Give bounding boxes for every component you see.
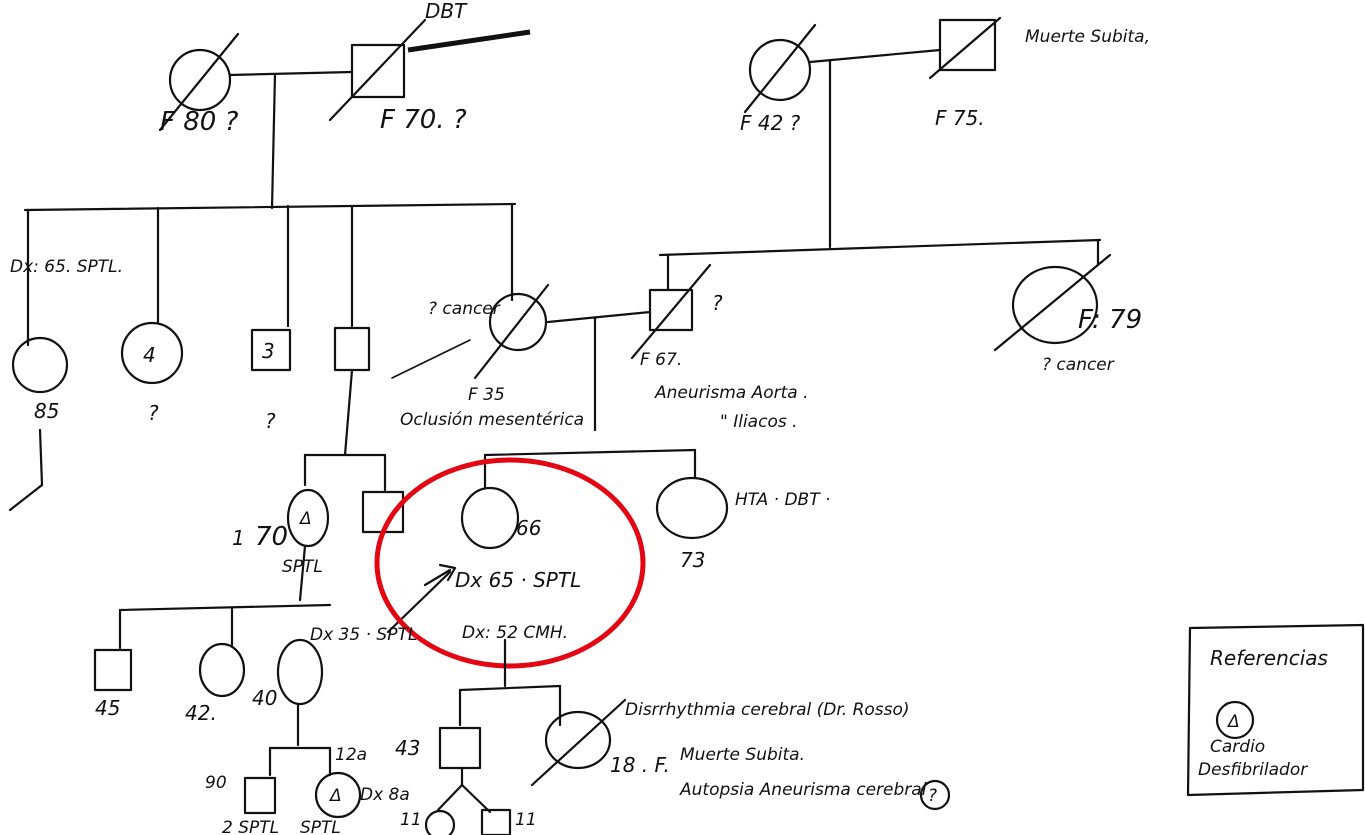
marriage-line bbox=[808, 48, 942, 64]
gen1-left-grandfather-cause: DBT bbox=[425, 0, 468, 23]
gen4-son bbox=[438, 726, 482, 770]
deceased-slash bbox=[328, 18, 427, 122]
gen2-aunt-1 bbox=[11, 336, 69, 394]
deceased-slash bbox=[743, 23, 817, 114]
gen3-proband-dx-2: Dx: 52 CMH. bbox=[462, 623, 568, 643]
gen2-father-age: F 67. bbox=[640, 350, 682, 370]
gen5-child-1 bbox=[243, 776, 277, 815]
gen4-son-age: 43 bbox=[395, 736, 420, 760]
gen2-mother-age: F 35 bbox=[468, 385, 505, 405]
gen3-proband-age: 66 bbox=[516, 516, 541, 540]
gen3-cousin-age: 70 bbox=[255, 522, 288, 552]
gen4-daughter bbox=[544, 710, 612, 770]
gen4-sibling-1 bbox=[93, 648, 133, 692]
gen1-left-grandmother-label: F 80 ? bbox=[160, 107, 239, 137]
deceased-slash bbox=[473, 283, 550, 380]
gen2-mother-note: ? cancer bbox=[428, 299, 501, 319]
gen5-grandchild-1-age: 11 bbox=[400, 810, 422, 830]
gen1-left-grandfather-label: F 70. ? bbox=[380, 105, 467, 135]
gen2-mother-cause: Oclusión mesentérica bbox=[400, 410, 584, 430]
gen4-daughter-q: ? bbox=[928, 786, 937, 806]
gen5-mid-age: 12a bbox=[335, 745, 367, 765]
triangle-icon: Δ bbox=[328, 786, 342, 806]
legend-line-1: Cardio bbox=[1210, 737, 1265, 757]
marriage-line bbox=[228, 70, 354, 77]
gen3-cousin-age-prefix: 1 bbox=[232, 526, 245, 550]
deceased-slash bbox=[993, 253, 1112, 352]
gen5-mid-dx-age: Dx 8a bbox=[360, 785, 410, 805]
gen2-right-aunt bbox=[1011, 265, 1099, 345]
proband-highlight-circle bbox=[374, 457, 646, 669]
gen2-uncle-4 bbox=[333, 326, 371, 372]
legend-symbol-glyph: Δ bbox=[1226, 712, 1240, 732]
deceased-slash bbox=[530, 698, 627, 787]
gen2-uncle-3 bbox=[250, 328, 292, 372]
gen2-aunt-1-dx: Dx: 65. SPTL. bbox=[10, 257, 123, 277]
gen2-aunt-2-count: 4 bbox=[143, 343, 156, 367]
gen2-mother bbox=[488, 292, 548, 352]
legend-box bbox=[1186, 623, 1365, 797]
gen5-child-2 bbox=[314, 771, 362, 819]
gen2-right-aunt-cause: ? cancer bbox=[1042, 355, 1115, 375]
gen5-left-age: 2 SPTL bbox=[222, 818, 279, 835]
deceased-slash bbox=[630, 263, 712, 360]
gen3-sister-age: 73 bbox=[680, 548, 705, 572]
gen4-sibling-2 bbox=[198, 642, 246, 698]
gen2-uncle-3-age: ? bbox=[265, 409, 276, 433]
sibship-line bbox=[118, 603, 332, 612]
gen5-grandchild-2 bbox=[480, 808, 512, 835]
gen5-prefix: 90 bbox=[205, 773, 227, 793]
gen2-father-cause-1: Aneurisma Aorta . bbox=[654, 383, 809, 403]
gen3-cousin bbox=[286, 488, 330, 548]
gen4-daughter-note: Disrrhythmia cerebral (Dr. Rosso) bbox=[625, 700, 910, 720]
legend-symbol bbox=[1215, 700, 1255, 740]
gen5-grandchild-1 bbox=[424, 809, 456, 835]
gen1-right-grandmother bbox=[748, 38, 812, 102]
gen2-aunt-1-age: 85 bbox=[34, 399, 59, 423]
gen4-sibling-3-age: 40 bbox=[252, 686, 277, 710]
gen2-father bbox=[648, 288, 694, 332]
gen4-daughter-age: 18 . F. bbox=[610, 753, 670, 777]
gen4-sibling-2-age: 42. bbox=[185, 701, 217, 725]
sibship-line bbox=[23, 202, 517, 212]
gen1-right-grandfather bbox=[938, 18, 997, 72]
gen3-sister-notes: HTA · DBT · bbox=[735, 490, 830, 510]
sibship-line bbox=[483, 448, 697, 457]
question-circle bbox=[919, 779, 951, 811]
gen4-daughter-cause: Muerte Subita. bbox=[680, 745, 805, 765]
gen1-right-grandmother-label: F 42 ? bbox=[740, 111, 801, 135]
gen4-sibling-3-dx: Dx 35 · SPTL bbox=[310, 625, 417, 645]
gen1-left-grandmother bbox=[168, 48, 232, 112]
sibship-line bbox=[458, 684, 562, 692]
legend-line-2: Desfibrilador bbox=[1198, 760, 1308, 780]
crossed-out-text bbox=[407, 29, 531, 53]
gen5-grandchild-2-age: 11 bbox=[515, 810, 537, 830]
triangle-icon: Δ bbox=[298, 509, 312, 529]
gen2-right-aunt-age: F: 79 bbox=[1078, 305, 1142, 335]
gen1-right-grandfather-cause: Muerte Subita, bbox=[1025, 27, 1150, 47]
gen3-proband bbox=[460, 486, 520, 550]
gen2-aunt-2 bbox=[120, 321, 184, 385]
gen1-right-grandfather-label: F 75. bbox=[935, 106, 985, 130]
gen2-father-cause-2: " Iliacos . bbox=[720, 412, 798, 432]
sibship-line bbox=[658, 238, 1102, 257]
deceased-slash bbox=[928, 16, 1002, 80]
gen2-aunt-2-age: ? bbox=[148, 401, 159, 425]
gen4-sibling-3 bbox=[276, 638, 324, 706]
marriage-line bbox=[546, 310, 652, 324]
gen2-father-age-q: ? bbox=[712, 291, 723, 315]
gen2-uncle-3-count: 3 bbox=[262, 339, 275, 363]
gen5-mid-dx: SPTL bbox=[300, 818, 341, 835]
gen4-daughter-autopsy: Autopsia Aneurisma cerebral bbox=[679, 780, 927, 800]
legend-title: Referencias bbox=[1210, 646, 1328, 670]
gen4-sibling-1-age: 45 bbox=[95, 696, 120, 720]
gen3-sister bbox=[655, 476, 729, 540]
proband-arrow bbox=[423, 568, 452, 587]
gen3-proband-dx-1: Dx 65 · SPTL bbox=[455, 568, 581, 592]
deceased-slash bbox=[158, 32, 240, 132]
